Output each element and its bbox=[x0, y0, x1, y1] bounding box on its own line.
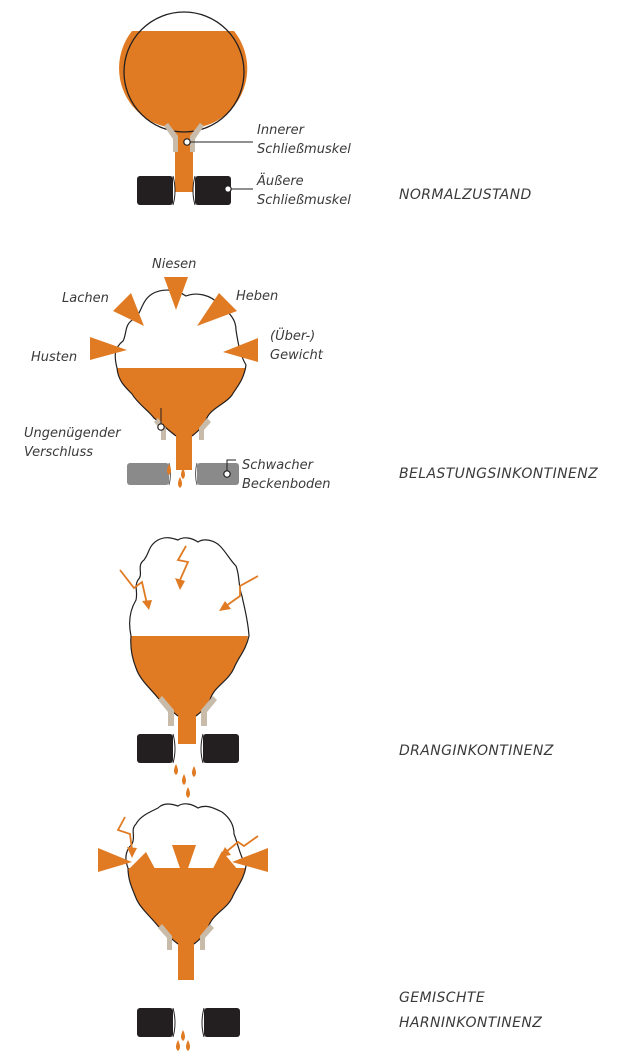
leader-insufficient-closure bbox=[157, 408, 165, 431]
urge-signal-arrows bbox=[116, 816, 259, 853]
outer-sphincter-left bbox=[137, 176, 173, 205]
inner-sphincter-right bbox=[199, 418, 211, 440]
urge-arrowheads bbox=[127, 847, 231, 858]
outer-sphincter-right bbox=[203, 734, 239, 763]
outer-sphincter-right bbox=[204, 1008, 240, 1037]
leader-weak-pelvic-floor bbox=[223, 459, 236, 478]
leak-drops bbox=[174, 764, 196, 798]
outer-sphincter-left bbox=[137, 734, 173, 763]
leader-outer-sphincter bbox=[224, 185, 253, 193]
inner-sphincter-left bbox=[158, 696, 174, 726]
leader-inner-sphincter bbox=[183, 138, 253, 146]
arrow-sneezing bbox=[172, 845, 196, 880]
bladder-full bbox=[119, 11, 248, 192]
bladder-mixed bbox=[125, 803, 247, 980]
leak-drops bbox=[167, 464, 185, 488]
arrow-coughing bbox=[98, 848, 132, 872]
arrow-weight bbox=[223, 338, 258, 362]
arrow-laughing bbox=[128, 852, 162, 882]
leak-drops bbox=[176, 1030, 190, 1051]
caption-normal: NORMALZUSTAND bbox=[399, 187, 532, 203]
arrow-lifting bbox=[197, 293, 237, 326]
urge-arrowheads bbox=[142, 578, 231, 611]
caption-stress: BELASTUNGSINKONTINENZ bbox=[399, 466, 598, 482]
panel-urge: DRANGINKONTINENZ bbox=[119, 537, 554, 798]
inner-sphincter-right bbox=[201, 696, 217, 726]
inner-sphincter-left bbox=[164, 123, 178, 152]
urge-signal-arrows bbox=[119, 545, 259, 607]
label-lifting: Heben bbox=[236, 289, 278, 304]
inner-sphincter-right bbox=[190, 123, 204, 152]
arrow-laughing bbox=[113, 293, 144, 326]
arrow-lifting bbox=[206, 851, 238, 882]
arrow-coughing bbox=[90, 337, 127, 360]
label-coughing: Husten bbox=[31, 350, 77, 365]
bladder-urge bbox=[129, 537, 250, 744]
panel-stress: Niesen Lachen Heben Husten (Über-)Gewich… bbox=[24, 257, 598, 492]
caption-urge: DRANGINKONTINENZ bbox=[399, 743, 554, 759]
arrow-weight bbox=[232, 848, 268, 872]
label-sneezing: Niesen bbox=[152, 257, 196, 272]
inner-sphincter-left bbox=[158, 924, 172, 950]
weak-pelvic-floor-right bbox=[197, 463, 239, 485]
weak-pelvic-floor-left bbox=[127, 463, 169, 485]
label-weight: (Über-)Gewicht bbox=[270, 327, 324, 363]
label-laughing: Lachen bbox=[62, 291, 109, 306]
outer-sphincter-left bbox=[137, 1008, 173, 1037]
inner-sphincter-right bbox=[200, 924, 214, 950]
arrow-sneezing bbox=[164, 277, 188, 310]
outer-sphincter-right bbox=[195, 176, 231, 205]
inner-sphincter-left bbox=[154, 418, 166, 440]
